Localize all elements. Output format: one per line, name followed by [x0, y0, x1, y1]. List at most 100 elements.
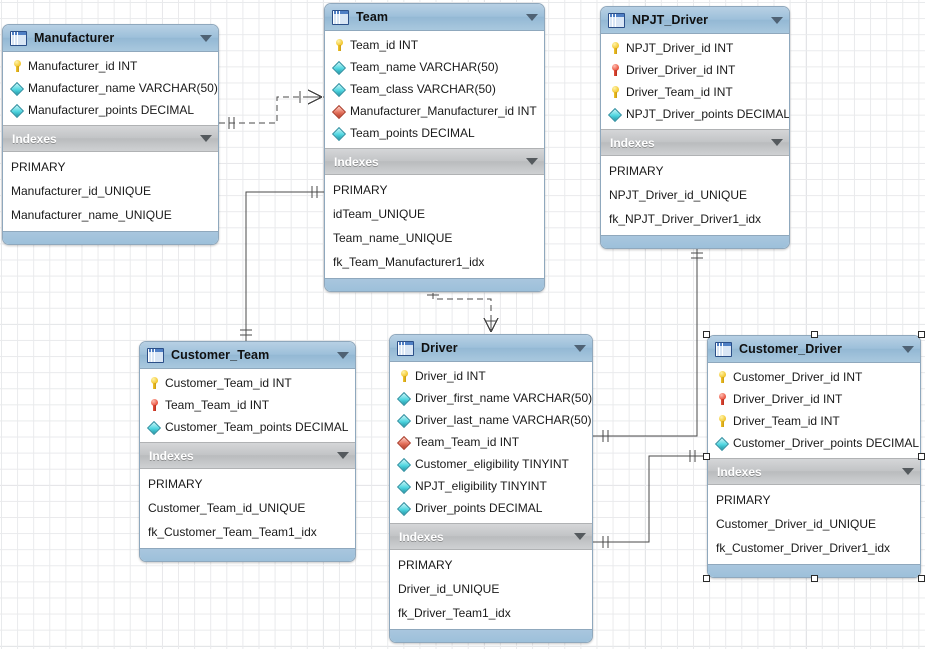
connector-driver-npjt-driver[interactable] [593, 243, 703, 442]
column-row[interactable]: Driver_points DECIMAL [390, 497, 592, 519]
resize-handle[interactable] [810, 331, 818, 338]
collapse-triangle-icon[interactable] [902, 468, 914, 475]
column-row[interactable]: NPJT_Driver_id INT [601, 37, 789, 59]
column-row[interactable]: Driver_id INT [390, 365, 592, 387]
resize-handle[interactable] [918, 575, 925, 582]
index-row[interactable]: Manufacturer_name_UNIQUE [11, 208, 172, 222]
index-row[interactable]: fk_NPJT_Driver_Driver1_idx [609, 212, 762, 226]
index-row[interactable]: idTeam_UNIQUE [333, 207, 426, 221]
table-icon [10, 30, 27, 46]
index-list: PRIMARY Manufacturer_id_UNIQUE Manufacture… [3, 152, 218, 231]
column-row[interactable]: Team_name VARCHAR(50) [325, 56, 544, 78]
column-row[interactable]: Driver_Team_id INT [708, 410, 920, 432]
collapse-triangle-icon[interactable] [526, 158, 538, 165]
column-row[interactable]: Driver_Driver_id INT [708, 388, 920, 410]
column-label: Customer_Team_id INT [165, 376, 292, 390]
indexes-section-header[interactable]: Indexes [140, 442, 355, 469]
column-row[interactable]: NPJT_eligibility TINYINT [390, 475, 592, 497]
table-footer [390, 629, 592, 642]
collapse-triangle-icon[interactable] [200, 34, 212, 42]
resize-handle[interactable] [703, 331, 710, 338]
column-row[interactable]: Customer_Driver_points DECIMAL [708, 432, 920, 454]
collapse-triangle-icon[interactable] [526, 13, 538, 21]
index-row[interactable]: fk_Customer_Driver_Driver1_idx [716, 541, 891, 555]
table-header-manufacturer[interactable]: Manufacturer [3, 25, 218, 52]
column-row[interactable]: Manufacturer_name VARCHAR(50) [3, 77, 218, 99]
index-row[interactable]: Team_name_UNIQUE [333, 231, 453, 245]
indexes-section-header[interactable]: Indexes [708, 458, 920, 485]
collapse-triangle-icon[interactable] [574, 533, 586, 540]
index-row[interactable]: PRIMARY [148, 477, 203, 491]
table-header-npjt_driver[interactable]: NPJT_Driver [601, 7, 789, 34]
column-row[interactable]: Manufacturer_points DECIMAL [3, 99, 218, 121]
index-row[interactable]: PRIMARY [609, 164, 664, 178]
column-row[interactable]: Driver_Team_id INT [601, 81, 789, 103]
column-row[interactable]: Customer_Team_points DECIMAL [140, 416, 355, 438]
column-list: Customer_Team_id INT Team_Team_id INT Cust… [140, 369, 355, 442]
index-row[interactable]: PRIMARY [716, 493, 771, 507]
column-label: Team_Team_id INT [165, 398, 270, 412]
index-row[interactable]: PRIMARY [11, 160, 66, 174]
collapse-triangle-icon[interactable] [200, 135, 212, 142]
index-row[interactable]: Driver_id_UNIQUE [398, 582, 500, 596]
index-row[interactable]: fk_Customer_Team_Team1_idx [148, 525, 317, 539]
column-label: NPJT_Driver_id INT [626, 41, 734, 55]
column-row[interactable]: Team_Team_id INT [390, 431, 592, 453]
table-header-customer_team[interactable]: Customer_Team [140, 342, 355, 369]
column-row[interactable]: Customer_eligibility TINYINT [390, 453, 592, 475]
column-label: Team_class VARCHAR(50) [350, 82, 496, 96]
resize-handle[interactable] [703, 453, 710, 460]
indexes-section-header[interactable]: Indexes [325, 148, 544, 175]
collapse-triangle-icon[interactable] [574, 344, 586, 352]
resize-handle[interactable] [703, 575, 710, 582]
column-row[interactable]: NPJT_Driver_points DECIMAL [601, 103, 789, 125]
indexes-section-header[interactable]: Indexes [3, 125, 218, 152]
table-header-team[interactable]: Team [325, 4, 544, 31]
indexes-section-header[interactable]: Indexes [601, 129, 789, 156]
index-row[interactable]: PRIMARY [333, 183, 388, 197]
collapse-triangle-icon[interactable] [771, 16, 783, 24]
connector-driver-customer-driver[interactable] [593, 450, 707, 548]
resize-handle[interactable] [918, 331, 925, 338]
column-row[interactable]: Customer_Team_id INT [140, 372, 355, 394]
indexes-label: Indexes [12, 131, 57, 146]
column-row[interactable]: Driver_last_name VARCHAR(50) [390, 409, 592, 431]
index-row[interactable]: fk_Driver_Team1_idx [398, 606, 511, 620]
column-row[interactable]: Driver_Driver_id INT [601, 59, 789, 81]
index-row[interactable]: fk_Team_Manufacturer1_idx [333, 255, 485, 269]
collapse-triangle-icon[interactable] [337, 351, 349, 359]
connector-team-customer-team[interactable] [240, 186, 324, 341]
column-row[interactable]: Manufacturer_id INT [3, 55, 218, 77]
resize-handle[interactable] [810, 575, 818, 582]
table-header-customer_driver[interactable]: Customer_Driver [708, 336, 920, 363]
connector-manufacturer-team[interactable] [219, 89, 324, 129]
table-header-driver[interactable]: Driver [390, 335, 592, 362]
column-row[interactable]: Team_class VARCHAR(50) [325, 78, 544, 100]
collapse-triangle-icon[interactable] [902, 345, 914, 353]
index-row[interactable]: PRIMARY [398, 558, 453, 572]
pk-key-icon [10, 59, 24, 73]
collapse-triangle-icon[interactable] [337, 452, 349, 459]
index-row[interactable]: Manufacturer_id_UNIQUE [11, 184, 152, 198]
index-row[interactable]: Customer_Team_id_UNIQUE [148, 501, 306, 515]
column-row[interactable]: Team_id INT [325, 34, 544, 56]
index-list: PRIMARY Customer_Team_id_UNIQUE fk_Custome… [140, 469, 355, 548]
column-row[interactable]: Team_Team_id INT [140, 394, 355, 416]
indexes-section-header[interactable]: Indexes [390, 523, 592, 550]
index-row[interactable]: NPJT_Driver_id_UNIQUE [609, 188, 748, 202]
column-row[interactable]: Manufacturer_Manufacturer_id INT [325, 100, 544, 122]
column-row[interactable]: Customer_Driver_id INT [708, 366, 920, 388]
collapse-triangle-icon[interactable] [771, 139, 783, 146]
column-row[interactable]: Team_points DECIMAL [325, 122, 544, 144]
column-row[interactable]: Driver_first_name VARCHAR(50) [390, 387, 592, 409]
index-row[interactable]: Customer_Driver_id_UNIQUE [716, 517, 877, 531]
resize-handle[interactable] [918, 453, 925, 460]
